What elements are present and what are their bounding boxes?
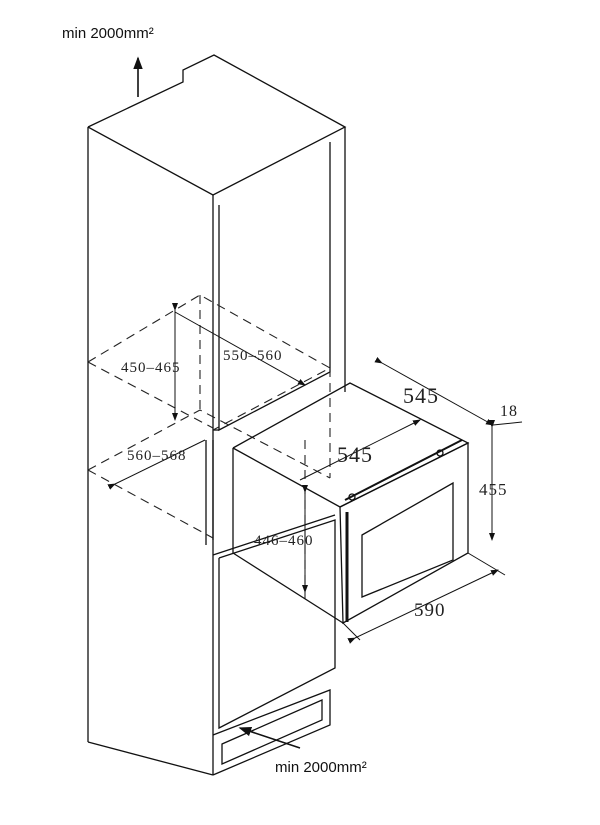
oven-depth-outer-label: 545 [403, 383, 439, 408]
vent-top-label: min 2000mm² [62, 25, 154, 42]
oven-width-label: 590 [414, 600, 446, 621]
oven-depth-inner-label: 545 [337, 442, 373, 467]
niche-outline [87, 294, 332, 600]
dimension-lines [107, 303, 523, 644]
opening-height-label: 446–460 [254, 533, 314, 549]
front-thickness-label: 18 [500, 403, 518, 420]
vent-bottom-label: min 2000mm² [275, 759, 367, 776]
oven-height-label: 455 [479, 480, 508, 499]
niche-height-label: 450–465 [121, 360, 181, 376]
niche-width-label: 560–568 [127, 448, 187, 464]
built-in-oven [232, 382, 470, 625]
tall-cabinet [87, 54, 347, 776]
niche-depth-label: 550–560 [223, 348, 283, 364]
vent-arrow-bottom [238, 726, 301, 749]
